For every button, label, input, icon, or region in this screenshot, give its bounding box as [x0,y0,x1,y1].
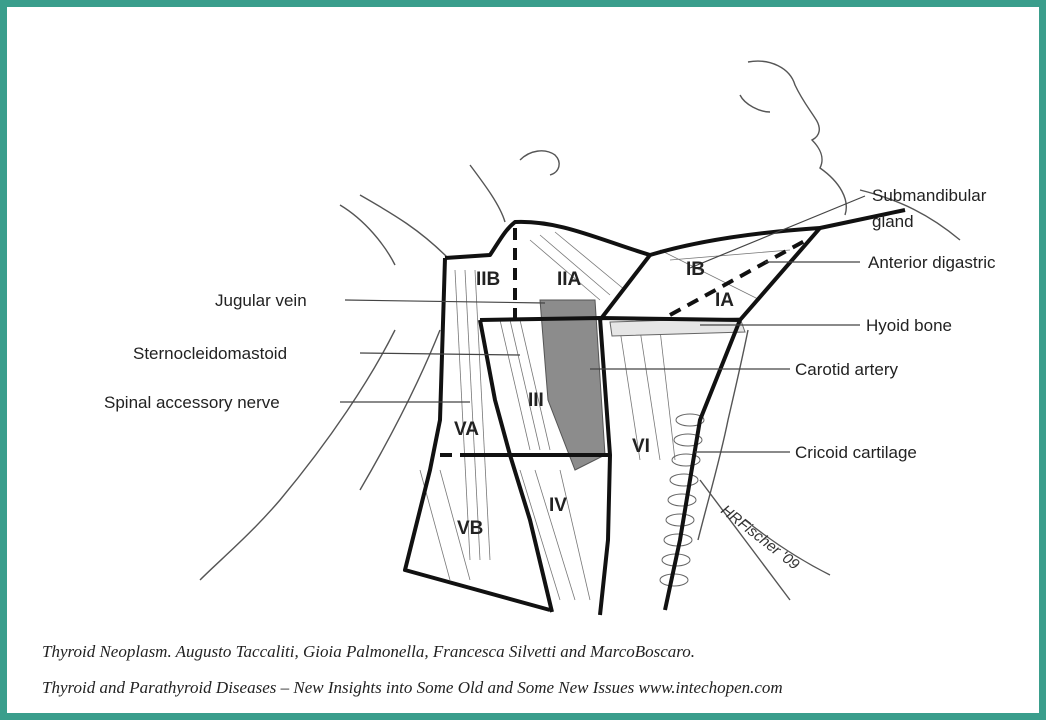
zone-IV: IV [549,495,567,516]
zone-VI: VI [632,436,650,457]
zone-IIB: IIB [476,269,500,290]
zone-IA: IA [715,290,734,311]
submandibular-gland-label-2: gland [872,212,914,231]
jugular-vein-shape [540,300,605,470]
zone-VA: VA [454,419,479,440]
zone-IIA: IIA [557,269,582,290]
anterior-digastric-label: Anterior digastric [868,253,996,272]
sternocleidomastoid-label: Sternocleidomastoid [133,344,287,363]
level-dashed-boundaries [440,228,810,455]
zone-IB: IB [686,259,705,280]
spinal-accessory-nerve-label: Spinal accessory nerve [104,393,280,412]
zone-III: III [528,390,544,411]
caption-line-2: Thyroid and Parathyroid Diseases – New I… [42,678,783,698]
zone-VB: VB [457,518,483,539]
artist-signature: HRFischer '09 [718,502,803,574]
cricoid-cartilage-label: Cricoid cartilage [795,443,917,462]
jugular-vein-label: Jugular vein [215,291,307,310]
hyoid-bone-label: Hyoid bone [866,316,952,335]
caption-line-1: Thyroid Neoplasm. Augusto Taccaliti, Gio… [42,642,695,662]
carotid-artery-label: Carotid artery [795,360,898,379]
submandibular-gland-label-1: Submandibular [872,186,987,205]
